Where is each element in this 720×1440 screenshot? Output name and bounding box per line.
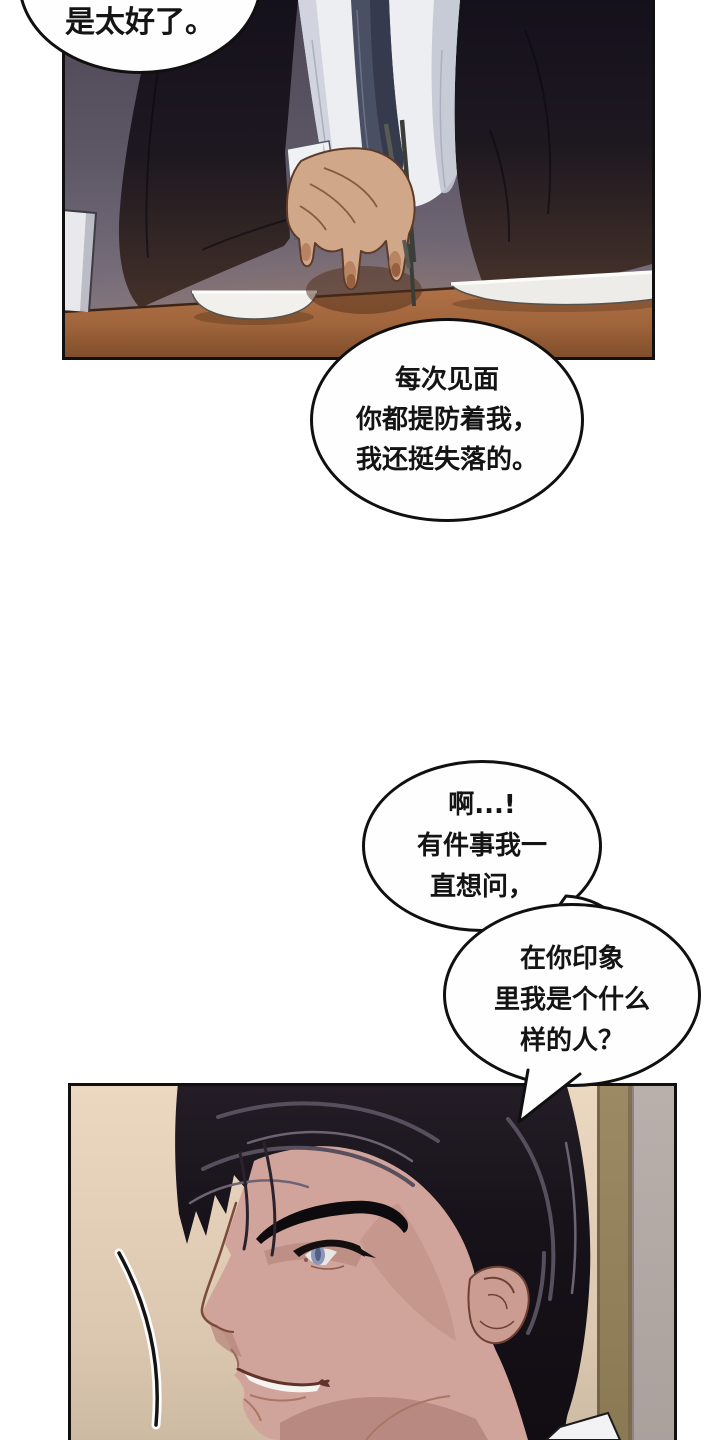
panel-2-border (68, 1083, 677, 1440)
shirt-collar (544, 1411, 622, 1440)
smiling-mouth (236, 1367, 330, 1422)
eye (293, 1239, 376, 1270)
door-frame-khaki (597, 1083, 632, 1440)
cup (61, 209, 98, 313)
hair-highlights (201, 1101, 556, 1335)
bubble-2-line-3: 我还挺失落的。 (355, 445, 538, 475)
bubble-3-line-3: 直想问， (429, 871, 534, 902)
bubble-3-line-1: 啊...! (448, 789, 516, 820)
suit-creases (145, 29, 552, 259)
bowl-right (449, 270, 662, 312)
bubble-3-line-2: 有件事我一 (416, 830, 547, 861)
bubble-4-line-1: 在你印象 (519, 943, 624, 974)
ear (467, 1265, 530, 1345)
eyebrow (256, 1200, 408, 1244)
panel-2-artwork (68, 1083, 677, 1440)
bubble-4-line-2: 里我是个什么 (493, 984, 650, 1015)
bubble-2-line-1: 每次见面 (394, 365, 499, 395)
bubble-4-line-3: 样的人？ (519, 1025, 624, 1056)
hand-with-chopsticks (285, 140, 422, 314)
nose-line (200, 1201, 238, 1328)
speech-bubble-4: 在你印象 里我是个什么 样的人？ (443, 903, 701, 1087)
speech-bubble-3: 啊...! 有件事我一 直想问， (362, 760, 602, 932)
man-profile-face (200, 1143, 530, 1440)
hair (175, 1083, 591, 1440)
speech-bubble-2: 每次见面 你都提防着我， 我还挺失落的。 (310, 318, 584, 522)
bowl-left (191, 290, 318, 325)
bubble-2-line-2: 你都提防着我， (355, 405, 538, 435)
bubble-1-text: 是太好了。 (65, 5, 215, 40)
door-frame-gray (632, 1083, 677, 1440)
panel-profile-closeup (68, 1083, 677, 1440)
emphasis-stroke (114, 1248, 162, 1430)
